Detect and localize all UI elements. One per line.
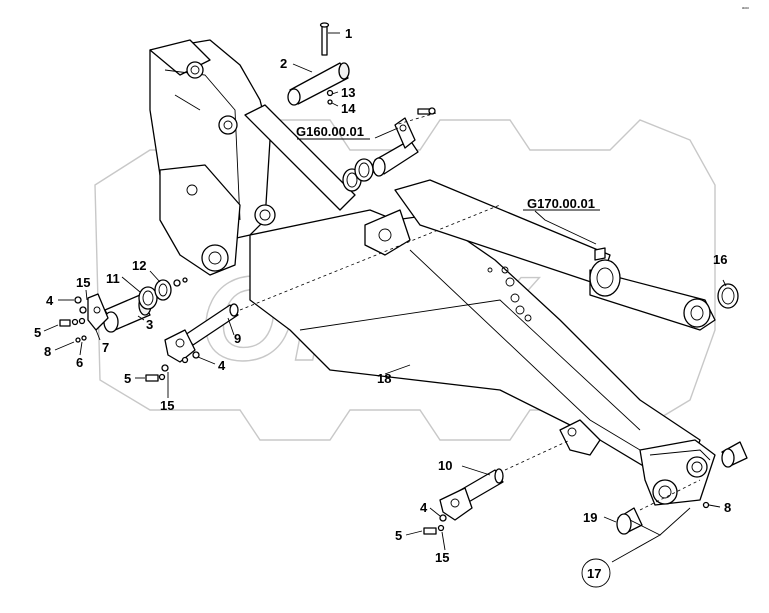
callout-18: 18 (377, 371, 391, 386)
callout-3: 3 (146, 317, 153, 332)
boom-cylinder (244, 104, 716, 331)
pin-9-group (145, 303, 239, 382)
pin-10-group (423, 468, 504, 535)
g160-assembly (342, 107, 436, 192)
callout-10: 10 (438, 458, 452, 473)
callout-15-bottom: 15 (435, 550, 449, 565)
callout-2: 2 (280, 56, 287, 71)
left-pin-group (59, 277, 188, 343)
corner-mark: ooo (742, 5, 749, 10)
callout-15-left: 15 (76, 275, 90, 290)
callout-17: 17 (587, 566, 601, 581)
reference-g160: G160.00.01 (296, 124, 364, 139)
callout-14: 14 (341, 101, 356, 116)
reference-g170: G170.00.01 (527, 196, 595, 211)
callout-6: 6 (76, 355, 83, 370)
callout-5-bottom: 5 (395, 528, 402, 543)
callout-4-mid: 4 (218, 358, 226, 373)
callout-9: 9 (234, 331, 241, 346)
main-boom (249, 209, 716, 506)
callout-15-mid: 15 (160, 398, 174, 413)
callout-8-right: 8 (724, 500, 731, 515)
callout-16: 16 (713, 252, 727, 267)
callout-12: 12 (132, 258, 146, 273)
callout-11: 11 (106, 271, 120, 286)
reference-labels: G160.00.01 G170.00.01 (296, 124, 595, 211)
callout-17-circle (581, 558, 611, 588)
callout-8-left: 8 (44, 344, 51, 359)
callout-1: 1 (345, 26, 352, 41)
callout-5-left: 5 (34, 325, 41, 340)
leader-lines (43, 32, 727, 563)
callout-7: 7 (102, 340, 109, 355)
callout-4-bottom: 4 (420, 500, 428, 515)
callouts: 1 2 13 14 3 4 4 4 5 5 5 6 7 8 8 9 10 11 … (34, 26, 731, 588)
callout-4-left: 4 (46, 293, 54, 308)
pin-2-assembly (287, 22, 350, 106)
centerlines (239, 112, 701, 511)
callout-13: 13 (341, 85, 355, 100)
callout-5-mid: 5 (124, 371, 131, 386)
swing-post (149, 39, 276, 276)
callout-19: 19 (583, 510, 597, 525)
